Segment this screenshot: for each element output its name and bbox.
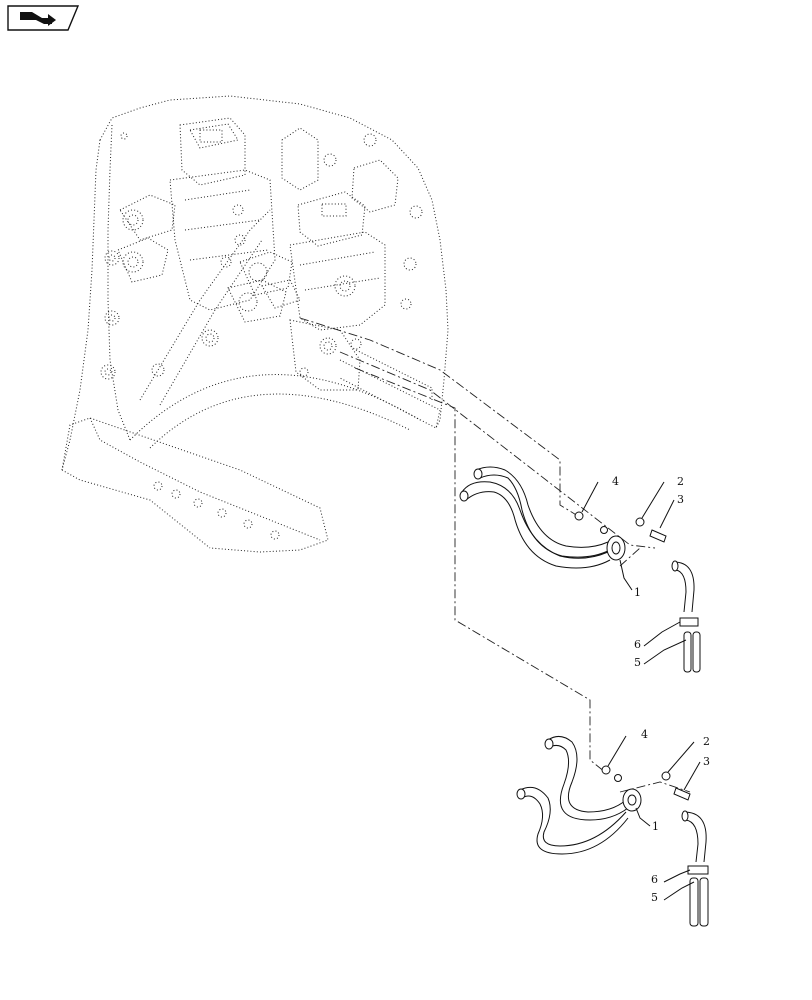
remote-valve-stack — [117, 117, 441, 429]
lower-hose-assembly — [516, 735, 709, 927]
lower-callouts: 1 2 3 4 5 6 — [641, 728, 710, 904]
callout-5: 5 — [651, 891, 658, 904]
callout-2: 2 — [677, 475, 684, 488]
callout-4: 4 — [641, 728, 648, 741]
tractor-rear-housing — [61, 95, 449, 553]
callout-1: 1 — [634, 586, 641, 599]
upper-hose-assembly — [459, 466, 701, 673]
callout-1: 1 — [652, 820, 659, 833]
return-arrow-icon[interactable] — [7, 5, 80, 31]
callout-2: 2 — [703, 735, 710, 748]
callout-3: 3 — [703, 755, 710, 768]
callout-3: 3 — [677, 493, 684, 506]
callout-6: 6 — [651, 873, 658, 886]
callout-5: 5 — [634, 656, 641, 669]
callout-6: 6 — [634, 638, 641, 651]
upper-callouts: 1 2 3 4 5 6 — [612, 475, 684, 669]
callout-4: 4 — [612, 475, 619, 488]
